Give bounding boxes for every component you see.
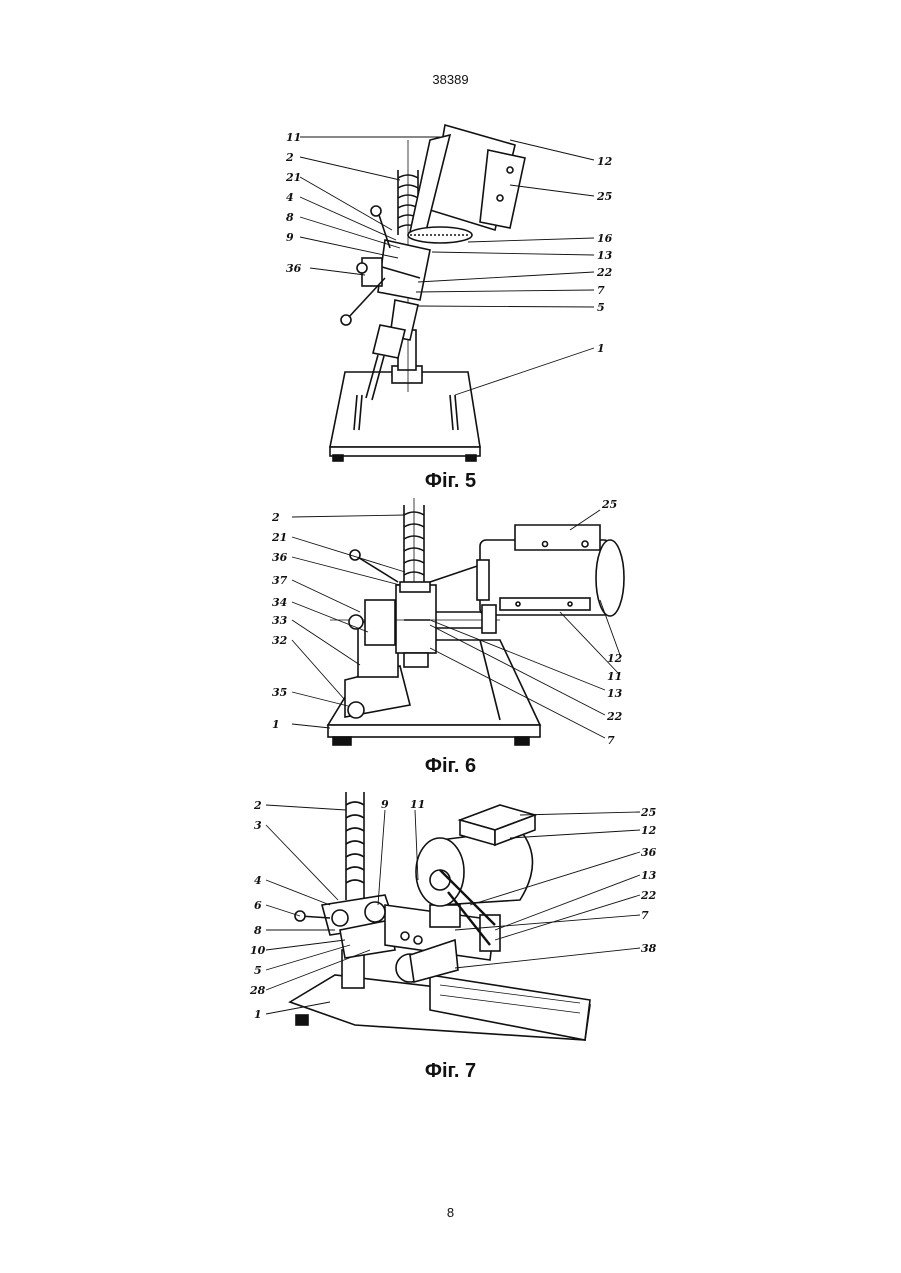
fig5-label: 36 — [286, 262, 302, 275]
fig7-label: 25 — [640, 806, 656, 819]
fig7-label: 5 — [254, 964, 262, 977]
figure-7-caption: Фіг. 7 — [0, 1060, 901, 1083]
fig6-label: 36 — [272, 551, 288, 564]
fig7-label: 12 — [641, 824, 657, 837]
fig6-label: 37 — [272, 574, 288, 587]
fig7-label: 1 — [254, 1008, 262, 1021]
fig6-label: 1 — [272, 718, 280, 731]
fig6-label: 33 — [272, 614, 288, 627]
fig5-label: 1 — [597, 342, 605, 355]
fig5-label: 11 — [286, 131, 301, 144]
fig5-label: 4 — [286, 191, 294, 204]
fig5-label: 9 — [286, 231, 294, 244]
fig5-label: 5 — [597, 301, 605, 314]
fig6-label: 2 — [271, 511, 280, 524]
fig7-label: 38 — [641, 942, 657, 955]
fig6-label: 12 — [607, 652, 623, 665]
fig7-label: 10 — [250, 944, 266, 957]
fig5-label: 7 — [597, 284, 605, 297]
fig6-label: 32 — [272, 634, 288, 647]
fig7-label: 13 — [641, 869, 657, 882]
fig5-label: 2 — [285, 151, 294, 164]
fig5-label: 16 — [597, 232, 613, 245]
figure-5-caption: Фіг. 5 — [0, 470, 901, 493]
fig7-label: 11 — [410, 798, 425, 811]
fig6-label: 25 — [601, 498, 617, 511]
fig7-label: 6 — [254, 899, 262, 912]
fig7-label: 7 — [641, 909, 649, 922]
fig5-label: 12 — [597, 155, 613, 168]
fig6-label: 21 — [271, 531, 287, 544]
fig6-label: 35 — [272, 686, 287, 699]
fig5-label: 22 — [596, 266, 613, 279]
figure-6-caption: Фіг. 6 — [0, 755, 901, 778]
fig5-label: 25 — [596, 190, 612, 203]
fig5-label: 13 — [597, 249, 613, 262]
page-number: 8 — [0, 1205, 901, 1220]
fig6-label: 34 — [272, 596, 287, 609]
fig6-label: 13 — [607, 687, 623, 700]
fig7-label: 36 — [641, 846, 657, 859]
fig7-label: 9 — [381, 798, 389, 811]
fig6-label: 11 — [607, 670, 622, 683]
fig7-label: 8 — [254, 924, 262, 937]
fig7-label: 28 — [249, 984, 266, 997]
fig7-label: 4 — [254, 874, 262, 887]
fig6-label: 22 — [606, 710, 623, 723]
fig7-label: 3 — [254, 819, 262, 832]
fig5-label: 21 — [285, 171, 301, 184]
fig6-label: 7 — [607, 734, 615, 747]
fig7-label: 22 — [640, 889, 657, 902]
fig5-label: 8 — [286, 211, 294, 224]
fig7-label: 2 — [253, 799, 262, 812]
